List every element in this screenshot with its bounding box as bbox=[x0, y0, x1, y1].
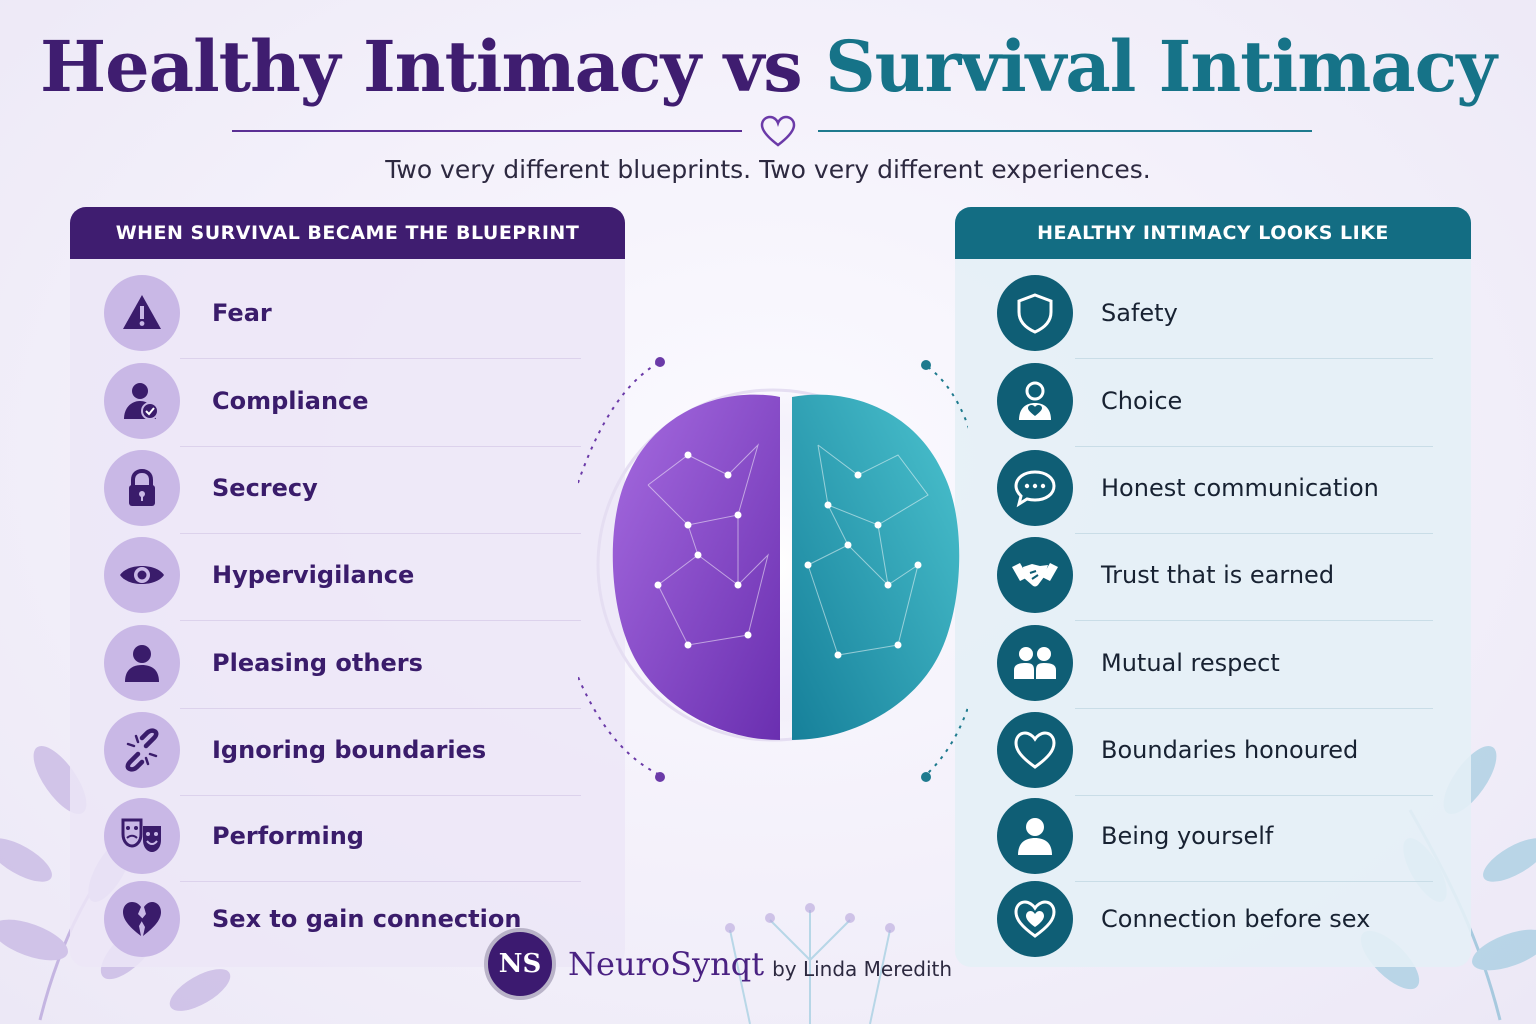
eye-icon bbox=[104, 537, 180, 613]
survival-panel: WHEN SURVIVAL BECAME THE BLUEPRINT Fear … bbox=[70, 207, 625, 967]
item-label: Fear bbox=[212, 299, 272, 327]
list-item-boundaries-honoured: Boundaries honoured bbox=[955, 710, 1471, 796]
handshake-icon bbox=[997, 537, 1073, 613]
item-divider bbox=[1075, 446, 1433, 447]
brand-logo: NS bbox=[484, 928, 556, 1000]
item-label: Trust that is earned bbox=[1101, 561, 1335, 589]
list-item-trust-that-is-earned: Trust that is earned bbox=[955, 535, 1471, 621]
item-label: Being yourself bbox=[1101, 822, 1274, 850]
item-label: Sex to gain connection bbox=[212, 905, 522, 933]
item-label: Secrecy bbox=[212, 474, 318, 502]
item-label: Connection before sex bbox=[1101, 905, 1371, 933]
item-label: Mutual respect bbox=[1101, 649, 1280, 677]
list-item-choice: Choice bbox=[955, 361, 1471, 447]
item-label: Honest communication bbox=[1101, 474, 1379, 502]
item-divider bbox=[180, 881, 581, 882]
broken-heart-icon bbox=[104, 881, 180, 957]
lock-icon bbox=[104, 450, 180, 526]
item-divider bbox=[1075, 708, 1433, 709]
heart-icon bbox=[997, 712, 1073, 788]
two-people-icon bbox=[997, 625, 1073, 701]
list-item-connection-before-sex: Connection before sex bbox=[955, 879, 1471, 959]
brain-illustration bbox=[578, 357, 968, 782]
item-divider bbox=[180, 620, 581, 621]
heart-divider-icon bbox=[760, 115, 796, 147]
item-divider bbox=[1075, 620, 1433, 621]
page-title: Healthy Intimacy vs Survival Intimacy bbox=[0, 22, 1536, 112]
item-label: Compliance bbox=[212, 387, 369, 415]
brand-name: NeuroSynqt bbox=[568, 945, 765, 983]
list-item-compliance: Compliance bbox=[70, 361, 625, 447]
item-divider bbox=[180, 358, 581, 359]
item-label: Choice bbox=[1101, 387, 1183, 415]
item-label: Pleasing others bbox=[212, 649, 423, 677]
item-label: Hypervigilance bbox=[212, 561, 415, 589]
divider-left bbox=[232, 130, 742, 132]
item-divider bbox=[1075, 881, 1433, 882]
list-item-ignoring-boundaries: Ignoring boundaries bbox=[70, 710, 625, 796]
item-divider bbox=[1075, 358, 1433, 359]
item-label: Boundaries honoured bbox=[1101, 736, 1359, 764]
divider-right bbox=[818, 130, 1312, 132]
person-icon bbox=[997, 798, 1073, 874]
person-heart-icon bbox=[997, 363, 1073, 439]
item-label: Performing bbox=[212, 822, 364, 850]
title-healthy: Healthy Intimacy bbox=[40, 25, 701, 108]
shield-icon bbox=[997, 275, 1073, 351]
list-item-performing: Performing bbox=[70, 796, 625, 882]
item-divider bbox=[180, 533, 581, 534]
title-survival: Survival Intimacy bbox=[825, 25, 1497, 108]
list-item-mutual-respect: Mutual respect bbox=[955, 623, 1471, 709]
list-item-hypervigilance: Hypervigilance bbox=[70, 535, 625, 621]
survival-panel-header: WHEN SURVIVAL BECAME THE BLUEPRINT bbox=[70, 207, 625, 259]
title-vs: vs bbox=[723, 25, 803, 108]
item-label: Ignoring boundaries bbox=[212, 736, 487, 764]
person-icon bbox=[104, 625, 180, 701]
list-item-fear: Fear bbox=[70, 273, 625, 359]
list-item-sex-to-gain-connection: Sex to gain connection bbox=[70, 879, 625, 959]
plants-center-decoration bbox=[725, 903, 895, 1024]
chat-bubble-icon bbox=[997, 450, 1073, 526]
healthy-panel-header: HEALTHY INTIMACY LOOKS LIKE bbox=[955, 207, 1471, 259]
healthy-panel: HEALTHY INTIMACY LOOKS LIKE Safety Choic… bbox=[955, 207, 1471, 967]
double-heart-icon bbox=[997, 881, 1073, 957]
list-item-secrecy: Secrecy bbox=[70, 448, 625, 534]
list-item-pleasing-others: Pleasing others bbox=[70, 623, 625, 709]
broken-link-icon bbox=[104, 712, 180, 788]
list-item-being-yourself: Being yourself bbox=[955, 796, 1471, 882]
item-label: Safety bbox=[1101, 299, 1178, 327]
item-divider bbox=[1075, 533, 1433, 534]
warning-icon bbox=[104, 275, 180, 351]
theater-masks-icon bbox=[104, 798, 180, 874]
item-divider bbox=[180, 795, 581, 796]
item-divider bbox=[1075, 795, 1433, 796]
brand-byline: by Linda Meredith bbox=[772, 957, 953, 981]
person-check-icon bbox=[104, 363, 180, 439]
subtitle: Two very different blueprints. Two very … bbox=[385, 155, 1151, 184]
item-divider bbox=[180, 708, 581, 709]
list-item-honest-communication: Honest communication bbox=[955, 448, 1471, 534]
footer-brand: NS NeuroSynqt by Linda Meredith bbox=[484, 928, 952, 1000]
list-item-safety: Safety bbox=[955, 273, 1471, 359]
item-divider bbox=[180, 446, 581, 447]
